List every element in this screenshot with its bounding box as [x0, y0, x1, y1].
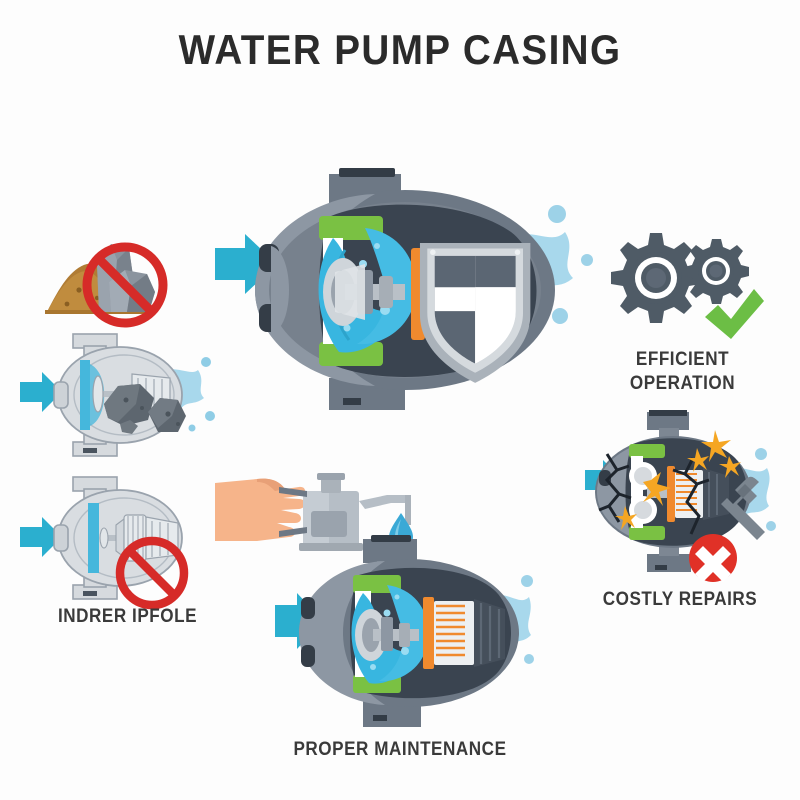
bottom-bolt [655, 565, 667, 570]
inlet-arrow-icon [20, 372, 62, 412]
bottom-flange [647, 554, 691, 572]
wrench-icon [721, 476, 765, 540]
inlet-arrow-icon [20, 517, 62, 557]
main-pump-cutaway [215, 168, 593, 410]
gasket-bottom [629, 526, 665, 540]
inlet-nozzle-bottom [301, 645, 315, 667]
inlet-nozzle-top [301, 597, 315, 619]
top-flange-cap [371, 535, 411, 542]
prohibition-sign-icon [115, 536, 189, 610]
broken-pump-illustration [585, 410, 776, 582]
page-title: WATER PUMP CASING [178, 26, 622, 73]
casing-highlight [255, 194, 375, 386]
gear-large-icon [611, 233, 701, 323]
top-flange [363, 539, 417, 563]
casing-highlight [299, 561, 385, 705]
improper-pump-illustration [20, 476, 189, 610]
efficient-caption: EFFICIENT OPERATION [629, 349, 736, 394]
gasket-top [629, 444, 665, 458]
efficient-operation-icons [611, 233, 764, 339]
gear-small-icon [684, 239, 749, 304]
shaft-assembly [323, 258, 405, 326]
gasket-top [319, 216, 383, 240]
oil-maintenance-icons [215, 473, 413, 551]
crack-icon [598, 453, 710, 535]
oil-can-icon [279, 473, 411, 551]
check-icon [705, 289, 764, 339]
shield-icon [419, 243, 531, 383]
maintenance-pump-cutaway [275, 535, 534, 727]
gasket-bottom [319, 342, 383, 366]
proper-caption: PROPER MAINTENANCE [293, 739, 507, 760]
spark-icon [615, 430, 741, 530]
x-circle-icon [689, 534, 737, 582]
contaminants-group [45, 242, 168, 328]
costly-caption: COSTLY REPAIRS [602, 589, 758, 610]
clogged-pump-illustration [20, 333, 215, 457]
improper-caption: INDRER IPFOLE [57, 606, 198, 627]
prohibition-sign-icon [82, 242, 168, 328]
top-flange-cap [649, 410, 687, 416]
inlet-arrow-icon [275, 593, 323, 649]
rocks-inside-icon [104, 384, 186, 434]
top-flange [647, 412, 689, 430]
shaft-assembly [355, 609, 419, 661]
motor-coil-icon [423, 597, 505, 669]
bottom-bolt [373, 715, 387, 721]
hand-icon [215, 478, 305, 541]
inlet-arrow-icon [215, 234, 277, 294]
inlet-nozzle [259, 244, 289, 334]
